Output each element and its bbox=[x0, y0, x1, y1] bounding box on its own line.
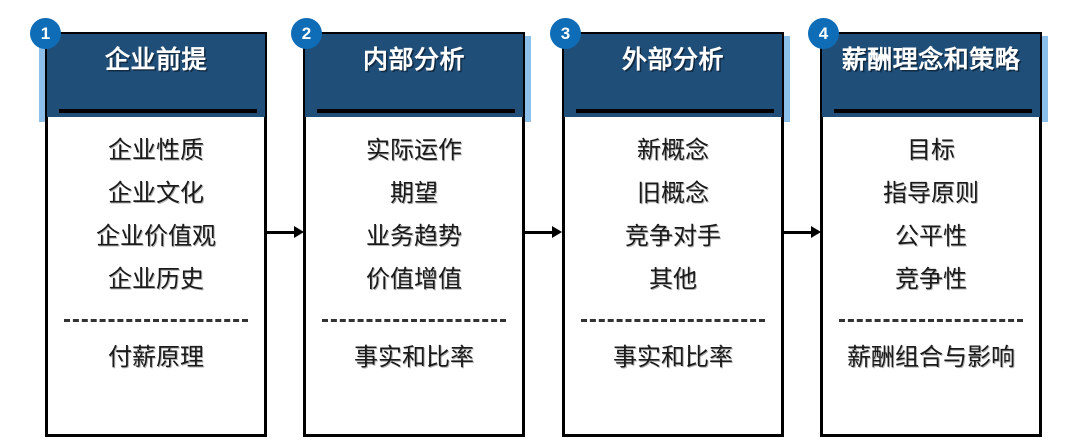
card-header-rule-3 bbox=[576, 109, 774, 113]
step-badge-1: 1 bbox=[30, 18, 61, 49]
card-title-1: 企业前提 bbox=[104, 46, 207, 74]
card-header-4: 薪酬理念和策略 bbox=[820, 32, 1042, 117]
list-item: 实际运作 bbox=[366, 137, 462, 164]
card-divider-2 bbox=[322, 319, 506, 322]
list-item: 企业文化 bbox=[108, 180, 204, 207]
arrow-head-icon bbox=[552, 226, 562, 238]
flow-card-4[interactable]: 4 薪酬理念和策略 目标 指导原则 公平性 竞争性 薪酬组合与影响 bbox=[808, 0, 1048, 447]
step-badge-2: 2 bbox=[291, 18, 322, 49]
arrow-shaft bbox=[784, 231, 813, 234]
card-header-2: 内部分析 bbox=[303, 32, 525, 117]
step-badge-3: 3 bbox=[550, 18, 581, 49]
card-footer-2: 事实和比率 bbox=[354, 344, 474, 371]
list-item: 目标 bbox=[907, 137, 955, 164]
card-body-1: 企业性质 企业文化 企业价值观 企业历史 付薪原理 bbox=[45, 117, 267, 437]
flow-card-2[interactable]: 2 内部分析 实际运作 期望 业务趋势 价值增值 事实和比率 bbox=[291, 0, 531, 447]
list-item: 竞争性 bbox=[895, 266, 967, 293]
list-item: 价值增值 bbox=[366, 266, 462, 293]
list-item: 业务趋势 bbox=[366, 223, 462, 250]
card-body-4: 目标 指导原则 公平性 竞争性 薪酬组合与影响 bbox=[820, 117, 1042, 437]
card-divider-3 bbox=[581, 319, 765, 322]
step-badge-4: 4 bbox=[808, 18, 839, 49]
arrow-shaft bbox=[525, 231, 554, 234]
card-title-2: 内部分析 bbox=[362, 46, 465, 74]
arrow-2-to-3 bbox=[525, 226, 562, 240]
card-title-4: 薪酬理念和策略 bbox=[841, 46, 1021, 74]
list-item: 企业价值观 bbox=[96, 223, 216, 250]
list-item: 指导原则 bbox=[883, 180, 979, 207]
card-header-rule-4 bbox=[834, 109, 1032, 113]
list-item: 企业性质 bbox=[108, 137, 204, 164]
arrow-1-to-2 bbox=[267, 226, 304, 240]
flow-card-3[interactable]: 3 外部分析 新概念 旧概念 竞争对手 其他 事实和比率 bbox=[550, 0, 790, 447]
card-divider-4 bbox=[839, 319, 1023, 322]
list-item: 旧概念 bbox=[637, 180, 709, 207]
list-item: 企业历史 bbox=[108, 266, 204, 293]
arrow-head-icon bbox=[811, 226, 821, 238]
list-item: 新概念 bbox=[637, 137, 709, 164]
list-item: 公平性 bbox=[895, 223, 967, 250]
card-body-3: 新概念 旧概念 竞争对手 其他 事实和比率 bbox=[562, 117, 784, 437]
card-footer-1: 付薪原理 bbox=[108, 344, 204, 371]
arrow-3-to-4 bbox=[784, 226, 821, 240]
arrow-shaft bbox=[267, 231, 296, 234]
arrow-head-icon bbox=[294, 226, 304, 238]
card-title-3: 外部分析 bbox=[621, 46, 724, 74]
list-item: 竞争对手 bbox=[625, 223, 721, 250]
card-footer-4: 薪酬组合与影响 bbox=[847, 344, 1015, 371]
card-header-rule-2 bbox=[317, 109, 515, 113]
card-header-1: 企业前提 bbox=[45, 32, 267, 117]
card-footer-3: 事实和比率 bbox=[613, 344, 733, 371]
flow-card-1[interactable]: 1 企业前提 企业性质 企业文化 企业价值观 企业历史 付薪原理 bbox=[30, 0, 267, 447]
list-item: 期望 bbox=[390, 180, 438, 207]
card-body-2: 实际运作 期望 业务趋势 价值增值 事实和比率 bbox=[303, 117, 525, 437]
list-item: 其他 bbox=[649, 266, 697, 293]
card-divider-1 bbox=[64, 319, 248, 322]
card-header-rule-1 bbox=[59, 109, 257, 113]
card-header-3: 外部分析 bbox=[562, 32, 784, 117]
